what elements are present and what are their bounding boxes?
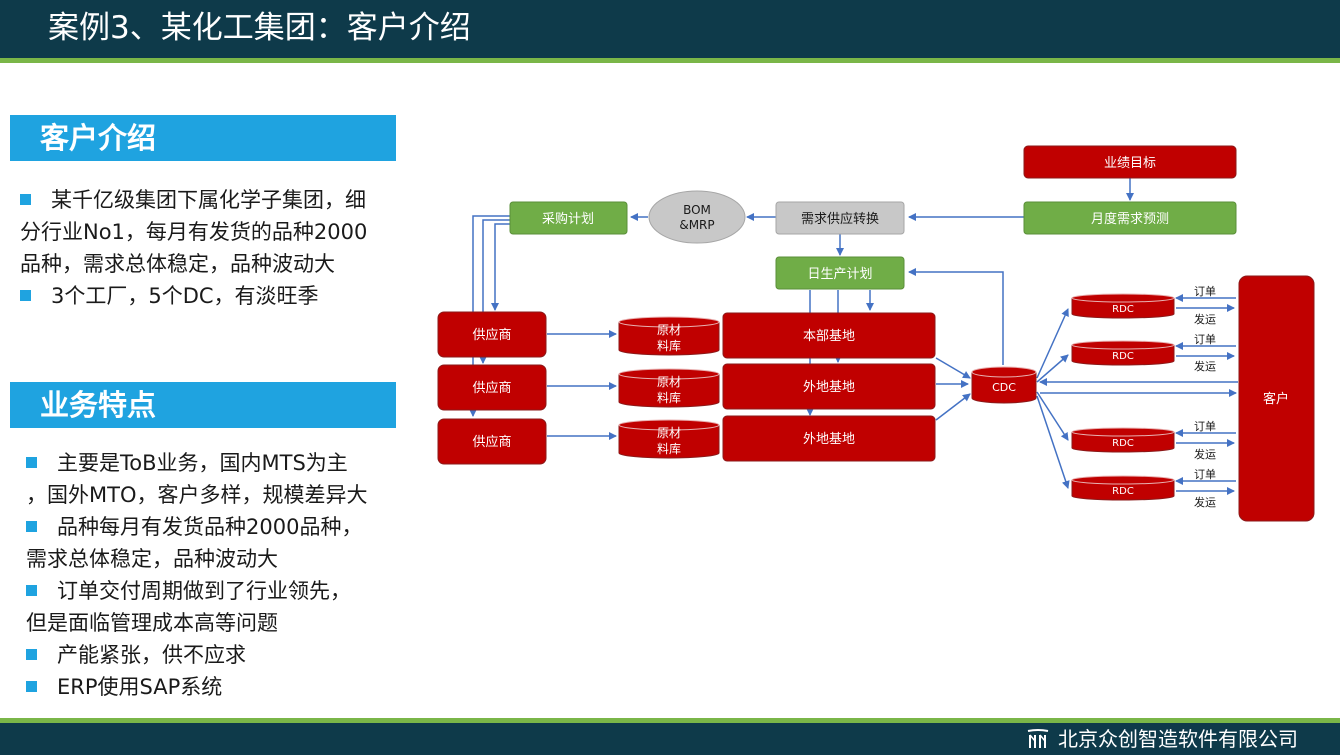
supplier-box-3 bbox=[437, 418, 547, 465]
purchase-plan-box bbox=[509, 201, 628, 235]
features-heading: 业务特点 bbox=[10, 382, 396, 428]
intro-list: 某千亿级集团下属化学子集团，细分行业No1，每月有发货的品种2000 品种，需求总… bbox=[20, 184, 367, 312]
bom-mrp-line-2: &MRP bbox=[679, 218, 714, 232]
features-list: 主要是ToB业务，国内MTS为主 ，国外MTO，客户多样，规模差异大品种每月有发货… bbox=[26, 447, 367, 703]
order-label-4: 订单 bbox=[1194, 468, 1216, 481]
features-line: 但是面临管理成本高等问题 bbox=[26, 607, 367, 639]
cdc-cylinder bbox=[971, 366, 1037, 404]
rdc-cylinder-4 bbox=[1071, 475, 1175, 501]
order-label-3: 订单 bbox=[1194, 420, 1216, 433]
intro-line: 3个工厂，5个DC，有淡旺季 bbox=[20, 280, 367, 312]
performance-target-label: 业绩目标 bbox=[1104, 156, 1156, 171]
bullet-square-icon bbox=[20, 290, 31, 301]
header-bar bbox=[0, 0, 1340, 58]
ship-label-3: 发运 bbox=[1194, 447, 1216, 461]
ship-label-4: 发运 bbox=[1194, 495, 1216, 509]
ship-label-1: 发运 bbox=[1194, 312, 1216, 326]
intro-text: 分行业No1，每月有发货的品种2000 bbox=[20, 220, 368, 244]
features-text: 主要是ToB业务，国内MTS为主 bbox=[57, 451, 348, 475]
header-accent-line bbox=[0, 58, 1340, 63]
features-line: 订单交付周期做到了行业领先， bbox=[26, 575, 367, 607]
warehouse-cylinder-3 bbox=[618, 419, 720, 459]
features-text: 需求总体稳定，品种波动大 bbox=[26, 547, 278, 571]
footer-bar bbox=[0, 723, 1340, 755]
base-label-3: 外地基地 bbox=[803, 432, 855, 447]
base-box-2 bbox=[722, 363, 936, 410]
base-label-2: 外地基地 bbox=[803, 380, 855, 395]
features-text: ERP使用SAP系统 bbox=[57, 675, 223, 699]
monthly-forecast-box bbox=[1023, 201, 1237, 235]
intro-text: 某千亿级集团下属化学子集团，细 bbox=[51, 188, 366, 212]
bullet-square-icon bbox=[26, 681, 37, 692]
warehouse-1-line-1: 原材 bbox=[657, 323, 681, 337]
features-text: 品种每月有发货品种2000品种， bbox=[57, 515, 363, 539]
warehouse-cylinder-1 bbox=[618, 316, 720, 356]
bullet-square-icon bbox=[26, 585, 37, 596]
warehouse-3-line-1: 原材 bbox=[657, 426, 681, 440]
features-text: 订单交付周期做到了行业领先， bbox=[57, 579, 351, 603]
footer-company: 北京众创智造软件有限公司 bbox=[1026, 726, 1298, 752]
demand-supply-label: 需求供应转换 bbox=[801, 211, 879, 227]
supplier-box-1 bbox=[437, 311, 547, 358]
rdc-cylinder-3 bbox=[1071, 427, 1175, 453]
cdc-label: CDC bbox=[992, 381, 1016, 394]
intro-text: 品种，需求总体稳定，品种波动大 bbox=[20, 252, 335, 276]
bullet-square-icon bbox=[26, 521, 37, 532]
order-label-1: 订单 bbox=[1194, 285, 1216, 298]
order-label-2: 订单 bbox=[1194, 333, 1216, 346]
warehouse-2-line-2: 料库 bbox=[657, 390, 681, 405]
base-box-1 bbox=[722, 312, 936, 359]
supplier-label-2: 供应商 bbox=[472, 380, 511, 396]
footer-accent-line bbox=[0, 718, 1340, 723]
features-line: ERP使用SAP系统 bbox=[26, 671, 367, 703]
customer-label: 客户 bbox=[1263, 391, 1289, 407]
warehouse-1-line-2: 料库 bbox=[657, 338, 681, 353]
intro-text: 3个工厂，5个DC，有淡旺季 bbox=[51, 284, 319, 308]
bom-mrp-ellipse bbox=[648, 190, 746, 244]
daily-plan-label: 日生产计划 bbox=[807, 267, 872, 282]
base-box-3 bbox=[722, 415, 936, 462]
bullet-square-icon bbox=[26, 649, 37, 660]
page-title: 案例3、某化工集团：客户介绍 bbox=[48, 10, 471, 46]
features-text: 产能紧张，供不应求 bbox=[57, 643, 246, 667]
rdc-label-4: RDC bbox=[1112, 486, 1134, 497]
features-text: ，国外MTO，客户多样，规模差异大 bbox=[26, 483, 368, 507]
performance-target-box bbox=[1023, 145, 1237, 179]
supplier-label-1: 供应商 bbox=[472, 327, 511, 343]
intro-heading: 客户介绍 bbox=[10, 115, 396, 161]
warehouse-cylinder-2 bbox=[618, 368, 720, 408]
intro-line: 分行业No1，每月有发货的品种2000 bbox=[20, 216, 367, 248]
purchase-plan-label: 采购计划 bbox=[542, 211, 594, 227]
features-text: 但是面临管理成本高等问题 bbox=[26, 611, 278, 635]
rdc-label-1: RDC bbox=[1112, 304, 1134, 315]
intro-line: 品种，需求总体稳定，品种波动大 bbox=[20, 248, 367, 280]
features-line: 主要是ToB业务，国内MTS为主 bbox=[26, 447, 367, 479]
features-line: 品种每月有发货品种2000品种， bbox=[26, 511, 367, 543]
ship-label-2: 发运 bbox=[1194, 359, 1216, 373]
features-line: ，国外MTO，客户多样，规模差异大 bbox=[26, 479, 367, 511]
company-name: 北京众创智造软件有限公司 bbox=[1058, 727, 1298, 751]
supplier-label-3: 供应商 bbox=[472, 434, 511, 450]
warehouse-3-line-2: 料库 bbox=[657, 441, 681, 456]
bom-mrp-line-1: BOM bbox=[683, 203, 711, 217]
rdc-cylinder-2 bbox=[1071, 340, 1175, 366]
daily-plan-box bbox=[775, 256, 905, 290]
intro-line: 某千亿级集团下属化学子集团，细 bbox=[20, 184, 367, 216]
bullet-square-icon bbox=[26, 457, 37, 468]
features-line: 产能紧张，供不应求 bbox=[26, 639, 367, 671]
supplier-box-2 bbox=[437, 364, 547, 411]
customer-box bbox=[1238, 275, 1315, 522]
rdc-label-2: RDC bbox=[1112, 351, 1134, 362]
base-label-1: 本部基地 bbox=[803, 329, 855, 344]
company-logo-icon bbox=[1027, 729, 1049, 748]
demand-supply-box bbox=[775, 201, 905, 235]
monthly-forecast-label: 月度需求预测 bbox=[1091, 211, 1169, 227]
warehouse-2-line-1: 原材 bbox=[657, 375, 681, 389]
bullet-square-icon bbox=[20, 194, 31, 205]
rdc-label-3: RDC bbox=[1112, 438, 1134, 449]
rdc-cylinder-1 bbox=[1071, 293, 1175, 319]
connector-lines bbox=[469, 178, 1238, 495]
features-line: 需求总体稳定，品种波动大 bbox=[26, 543, 367, 575]
